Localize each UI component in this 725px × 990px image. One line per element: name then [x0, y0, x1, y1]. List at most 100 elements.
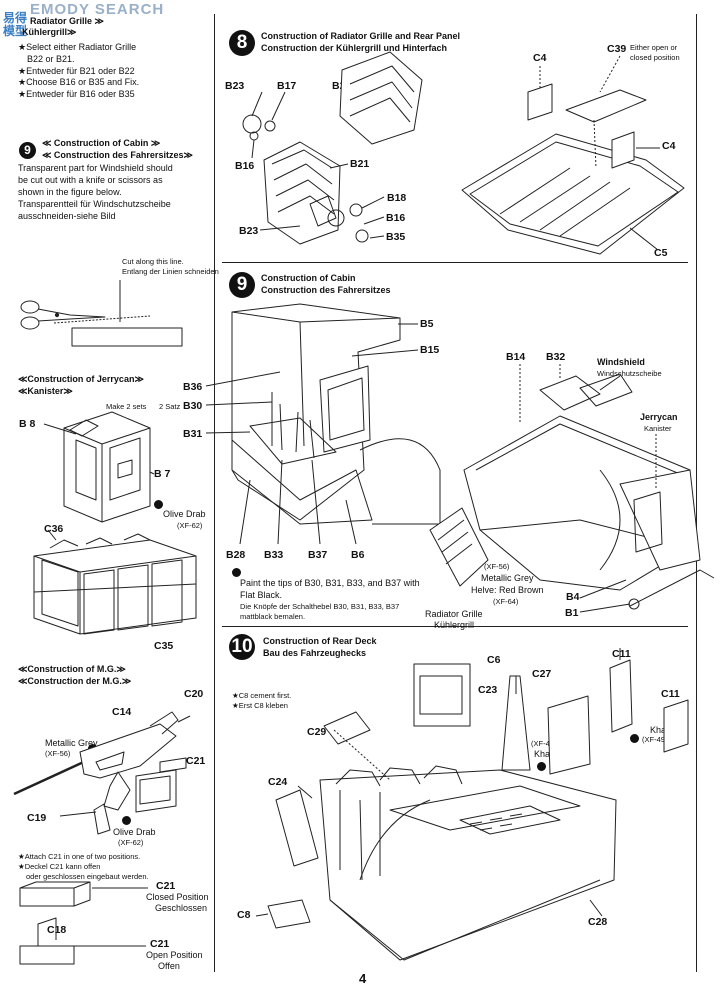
open-c21: C21	[150, 938, 170, 950]
part-label-b7: B 7	[154, 468, 171, 480]
c39-note-2: closed position	[630, 53, 680, 62]
step9-b5: B5	[420, 318, 434, 330]
open-position-de: Offen	[158, 961, 180, 971]
paint-note-3: Die Knöpfe der Schalthebel B30, B31, B33…	[240, 602, 400, 611]
c8-note-2: ★Erst C8 kleben	[232, 701, 288, 710]
jerrycan-title-de: ≪Kanister≫	[18, 386, 73, 396]
xf64-code: (XF-64)	[493, 597, 519, 606]
c8-note-1: ★C8 cement first.	[232, 691, 292, 700]
step10-c11b: C11	[661, 688, 680, 700]
metallic-grey-helve: Metallic Grey	[481, 573, 534, 583]
c39-note-1: Either open or	[630, 43, 678, 52]
cabin-note-title-de: ≪ Construction des Fahrersitzes≫	[42, 150, 193, 160]
mg-title-de: ≪Construction der M.G.≫	[18, 676, 132, 686]
step8-c4a: C4	[533, 52, 547, 64]
step8-b16b: B16	[386, 212, 406, 224]
part-label-b8: B 8	[19, 418, 36, 430]
step9-b4: B4	[566, 591, 580, 603]
step9-b14: B14	[506, 351, 526, 363]
closed-c21: C21	[156, 880, 176, 892]
step9-cabin-drawing	[205, 303, 441, 545]
make-2-sets: Make 2 sets	[106, 402, 147, 411]
step9-b30: B30	[183, 400, 203, 412]
step10-c6: C6	[487, 654, 501, 666]
part-label-c20: C20	[184, 688, 204, 700]
grille-note-5: ★Entweder für B16 oder B35	[18, 89, 135, 99]
step10-c23: C23	[478, 684, 498, 696]
step10-c11a: C11	[612, 648, 631, 660]
jerrycan-label-de: Kanister	[644, 424, 672, 433]
grille-note-3: ★Entweder für B21 oder B22	[18, 66, 135, 76]
step10-rear-deck-drawing	[255, 648, 689, 961]
part-label-c36: C36	[44, 523, 64, 535]
machine-gun-drawing	[13, 711, 191, 835]
part-label-c21: C21	[186, 755, 206, 767]
closed-position-en: Closed Position	[146, 892, 209, 902]
step9-cabin-right-drawing	[429, 364, 715, 613]
step9-b15: B15	[420, 344, 440, 356]
xf56-code: (XF-56)	[484, 562, 510, 571]
cabin-note-2: be cut out with a knife or scissors as	[18, 175, 163, 185]
paint-note-2: Flat Black.	[240, 590, 283, 600]
watermark-text: EMODY SEARCH	[30, 1, 165, 18]
step8-b21: B21	[350, 158, 370, 170]
section-divider-9-10	[222, 626, 688, 627]
olive-drab-label-2: Olive Drab	[113, 827, 156, 837]
metallic-grey-label: Metallic Grey	[45, 738, 98, 748]
mg-note-1: ★Attach C21 in one of two positions.	[18, 852, 141, 861]
step8-b16a: B16	[235, 160, 255, 172]
jerrycan-rack-drawing	[33, 529, 197, 635]
paint-marker	[154, 500, 163, 509]
open-position-en: Open Position	[146, 950, 203, 960]
step8-b35: B35	[386, 231, 406, 243]
khaki-label-1: Khaki	[534, 749, 557, 759]
windshield-label: Windshield	[597, 357, 645, 367]
cabin-note-1: Transparent part for Windshield should	[18, 163, 173, 173]
paint-note-1: Paint the tips of B30, B31, B33, and B37…	[240, 578, 420, 588]
metallic-grey-code: (XF-56)	[45, 749, 71, 758]
step9-b32: B32	[546, 351, 566, 363]
mg-note-2: ★Deckel C21 kann offen	[18, 862, 101, 871]
jerrycan-single-drawing	[43, 411, 155, 523]
step10-title-de: Bau des Fahrzeughecks	[263, 648, 367, 658]
cabin-note-3: shown in the figure below.	[18, 187, 122, 197]
paint-note-4: mattblack bemalen.	[240, 612, 306, 621]
step10-c28: C28	[588, 916, 608, 928]
grille-note-1: ★Select either Radiator Grille	[18, 42, 137, 52]
radiator-grille-label-de: Kühlergrill	[434, 620, 475, 630]
helve-red-brown: Helve: Red Brown	[471, 585, 544, 595]
step9-b36: B36	[183, 381, 203, 393]
mg-title-en: ≪Construction of M.G.≫	[18, 664, 126, 674]
step8-title-en: Construction of Radiator Grille and Rear…	[261, 31, 461, 41]
step9-b37: B37	[308, 549, 328, 561]
step10-c24: C24	[268, 776, 288, 788]
step9-b31: B31	[183, 428, 203, 440]
step-number-9: 9	[229, 272, 255, 298]
paint-marker	[232, 568, 241, 577]
part-label-c19: C19	[27, 812, 47, 824]
cut-line-note-de: Entlang der Linien schneiden	[122, 267, 219, 276]
olive-drab-code-1: (XF-62)	[177, 521, 203, 530]
step-number-9-small: 9	[19, 142, 36, 159]
grille-note-4: ★Choose B16 or B35 and Fix.	[18, 77, 140, 87]
closed-position-de: Geschlossen	[155, 903, 208, 913]
step9-title-de: Construction des Fahrersitzes	[261, 285, 391, 295]
column-divider-right	[696, 14, 697, 972]
olive-drab-code-2: (XF-62)	[118, 838, 144, 847]
make-2-satz: 2 Satz	[159, 402, 181, 411]
cut-line-note-en: Cut along this line.	[122, 257, 184, 266]
step-number-10: 10	[229, 634, 255, 660]
cabin-note-4: Transparentteil für Windschutzscheibe	[18, 199, 171, 209]
step8-title-de: Construction der Kühlergrill und Hinterf…	[261, 43, 448, 53]
step8-b23a: B23	[225, 80, 245, 92]
step8-c4b: C4	[662, 140, 676, 152]
paint-marker	[122, 816, 131, 825]
part-label-c18: C18	[47, 924, 67, 936]
khaki-label-2: Khaki	[650, 725, 673, 735]
paint-marker	[630, 734, 639, 743]
step9-b33: B33	[264, 549, 284, 561]
jerrycan-label: Jerrycan	[640, 412, 678, 422]
cabin-note-5: ausschneiden-siehe Bild	[18, 211, 116, 221]
scissors-cut-diagram	[20, 280, 183, 347]
mg-note-3: oder geschlossen eingebaut werden.	[26, 872, 149, 881]
